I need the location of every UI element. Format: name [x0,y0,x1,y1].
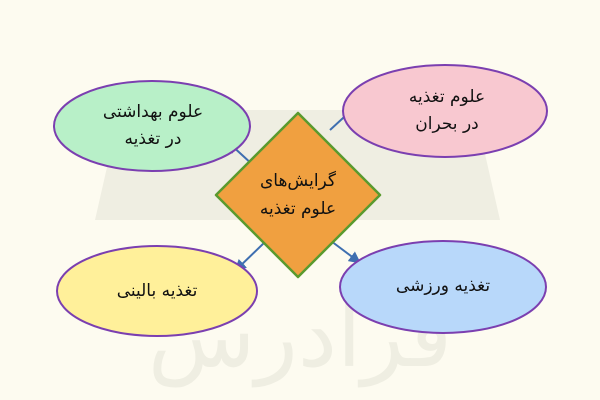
center-node-diamond [214,111,382,279]
node-bottom-right-label: تغذیه ورزشی [395,275,491,296]
node-bottom-left-ellipse [56,245,258,337]
node-top-left-ellipse [53,80,251,172]
edge-center-to-bottom-left [234,240,267,272]
edge-center-to-bottom-right [330,240,361,264]
node-top-left-label: علوم بهداشتی در تغذیه [102,102,204,149]
node-bottom-right-ellipse [339,240,547,334]
node-top-right-label: علوم تغذیه در بحران [408,87,486,134]
node-top-right-ellipse [342,64,548,158]
center-node-label: گرایش‌های علوم تغذیه [259,171,337,219]
node-bottom-left-label: تغذیه بالینی [116,280,198,301]
